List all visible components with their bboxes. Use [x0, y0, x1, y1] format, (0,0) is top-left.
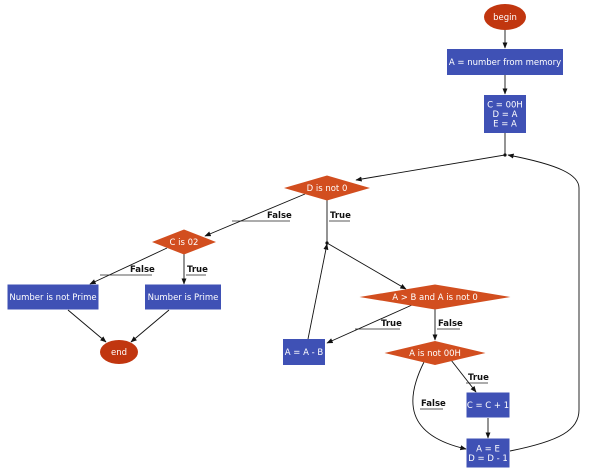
process-shape — [466, 392, 510, 418]
edge-not-prime-to-end — [67, 309, 107, 343]
node-text: D is not 0 — [307, 184, 348, 194]
process-shape — [7, 284, 99, 310]
node-text: begin — [493, 13, 517, 23]
edge-d-check-to-c-check — [204, 193, 306, 237]
edge-label-true: True — [187, 265, 208, 275]
terminal-shape — [484, 4, 526, 30]
decision-shape — [284, 175, 370, 201]
process-shape — [466, 438, 510, 468]
node-text: C = 00H — [487, 101, 523, 111]
node-text: D = A — [493, 110, 518, 120]
node-text: A = number from memory — [449, 58, 561, 68]
edge-label-false: False — [267, 211, 292, 221]
node-begin: begin — [484, 4, 526, 30]
node-load: A = number from memory — [447, 49, 563, 75]
edge-subtract-to-ab-check — [307, 243, 329, 340]
decision-shape — [359, 284, 511, 310]
edge-reset-to-d-check — [507, 153, 580, 452]
edge-is-prime-to-end — [130, 309, 170, 343]
decision-shape — [384, 341, 486, 365]
node-c-check: C is 02 — [152, 229, 216, 255]
node-text: A = A - B — [285, 348, 324, 358]
edge-label-true: True — [381, 319, 402, 329]
edge-label-false: False — [438, 319, 463, 329]
node-reset: A = ED = D - 1 — [466, 438, 510, 468]
terminal-shape — [100, 340, 138, 364]
node-text: D = D - 1 — [468, 454, 508, 464]
node-ab-check: A > B and A is not 0 — [359, 284, 511, 310]
node-text: A is not 00H — [409, 349, 461, 359]
edge-ab-check-to-subtract — [326, 304, 413, 344]
node-end: end — [100, 340, 138, 364]
junction-dot — [503, 153, 507, 157]
node-text: C is 02 — [170, 238, 199, 248]
edge-label-true: True — [468, 373, 489, 383]
node-not-prime: Number is not Prime — [7, 284, 99, 310]
process-shape — [447, 49, 563, 75]
edge-c-check-to-not-prime — [89, 247, 168, 285]
node-d-check: D is not 0 — [284, 175, 370, 201]
node-text: A = E — [476, 444, 500, 454]
node-text: C = C + 1 — [467, 401, 509, 411]
node-a-zero-check: A is not 00H — [384, 341, 486, 365]
edge-a-zero-check-to-inc-c — [450, 359, 477, 393]
edge-a-zero-check-to-reset — [412, 361, 467, 451]
node-text: Number is Prime — [148, 293, 219, 303]
node-text: E = A — [493, 120, 517, 130]
node-subtract: A = A - B — [283, 339, 325, 365]
process-shape — [283, 339, 325, 365]
edge-label-false: False — [421, 399, 446, 409]
edge-init-to-d-check — [355, 133, 506, 182]
decision-shape — [152, 229, 216, 255]
edge-label-false: False — [130, 265, 155, 275]
node-text: end — [111, 348, 127, 358]
junction-dot — [325, 241, 329, 245]
edge-label-true: True — [330, 211, 351, 221]
node-is-prime: Number is Prime — [145, 284, 221, 310]
node-text: Number is not Prime — [9, 293, 96, 303]
process-shape — [145, 284, 221, 310]
node-inc-c: C = C + 1 — [466, 392, 510, 418]
node-text: A > B and A is not 0 — [392, 293, 478, 303]
edges-layer — [67, 30, 580, 452]
process-shape — [484, 95, 526, 133]
